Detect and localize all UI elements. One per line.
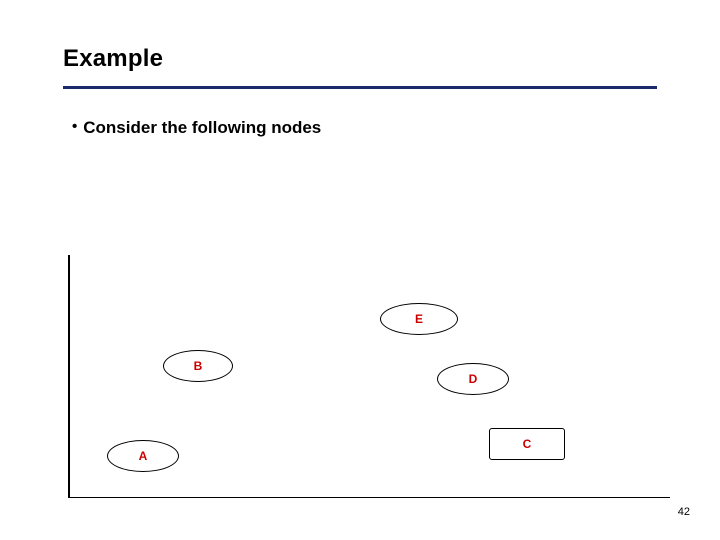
diagram-axes	[68, 255, 670, 498]
node-label: B	[193, 359, 203, 373]
node-label: C	[522, 437, 532, 451]
page-title: Example	[63, 45, 164, 72]
bullet-marker: •	[72, 118, 78, 135]
node-label: D	[468, 372, 478, 386]
node-b: B	[163, 350, 233, 382]
y-axis-line	[68, 255, 70, 498]
x-axis-line	[68, 496, 670, 498]
bullet-item: • Consider the following nodes	[72, 118, 321, 138]
node-d: D	[437, 363, 509, 395]
node-c: C	[489, 428, 565, 460]
node-e: E	[380, 303, 458, 335]
node-label: E	[414, 312, 423, 326]
page-number: 42	[677, 506, 690, 518]
bullet-text: Consider the following nodes	[83, 118, 322, 137]
title-divider	[63, 86, 657, 89]
node-label: A	[138, 449, 148, 463]
node-a: A	[107, 440, 179, 472]
